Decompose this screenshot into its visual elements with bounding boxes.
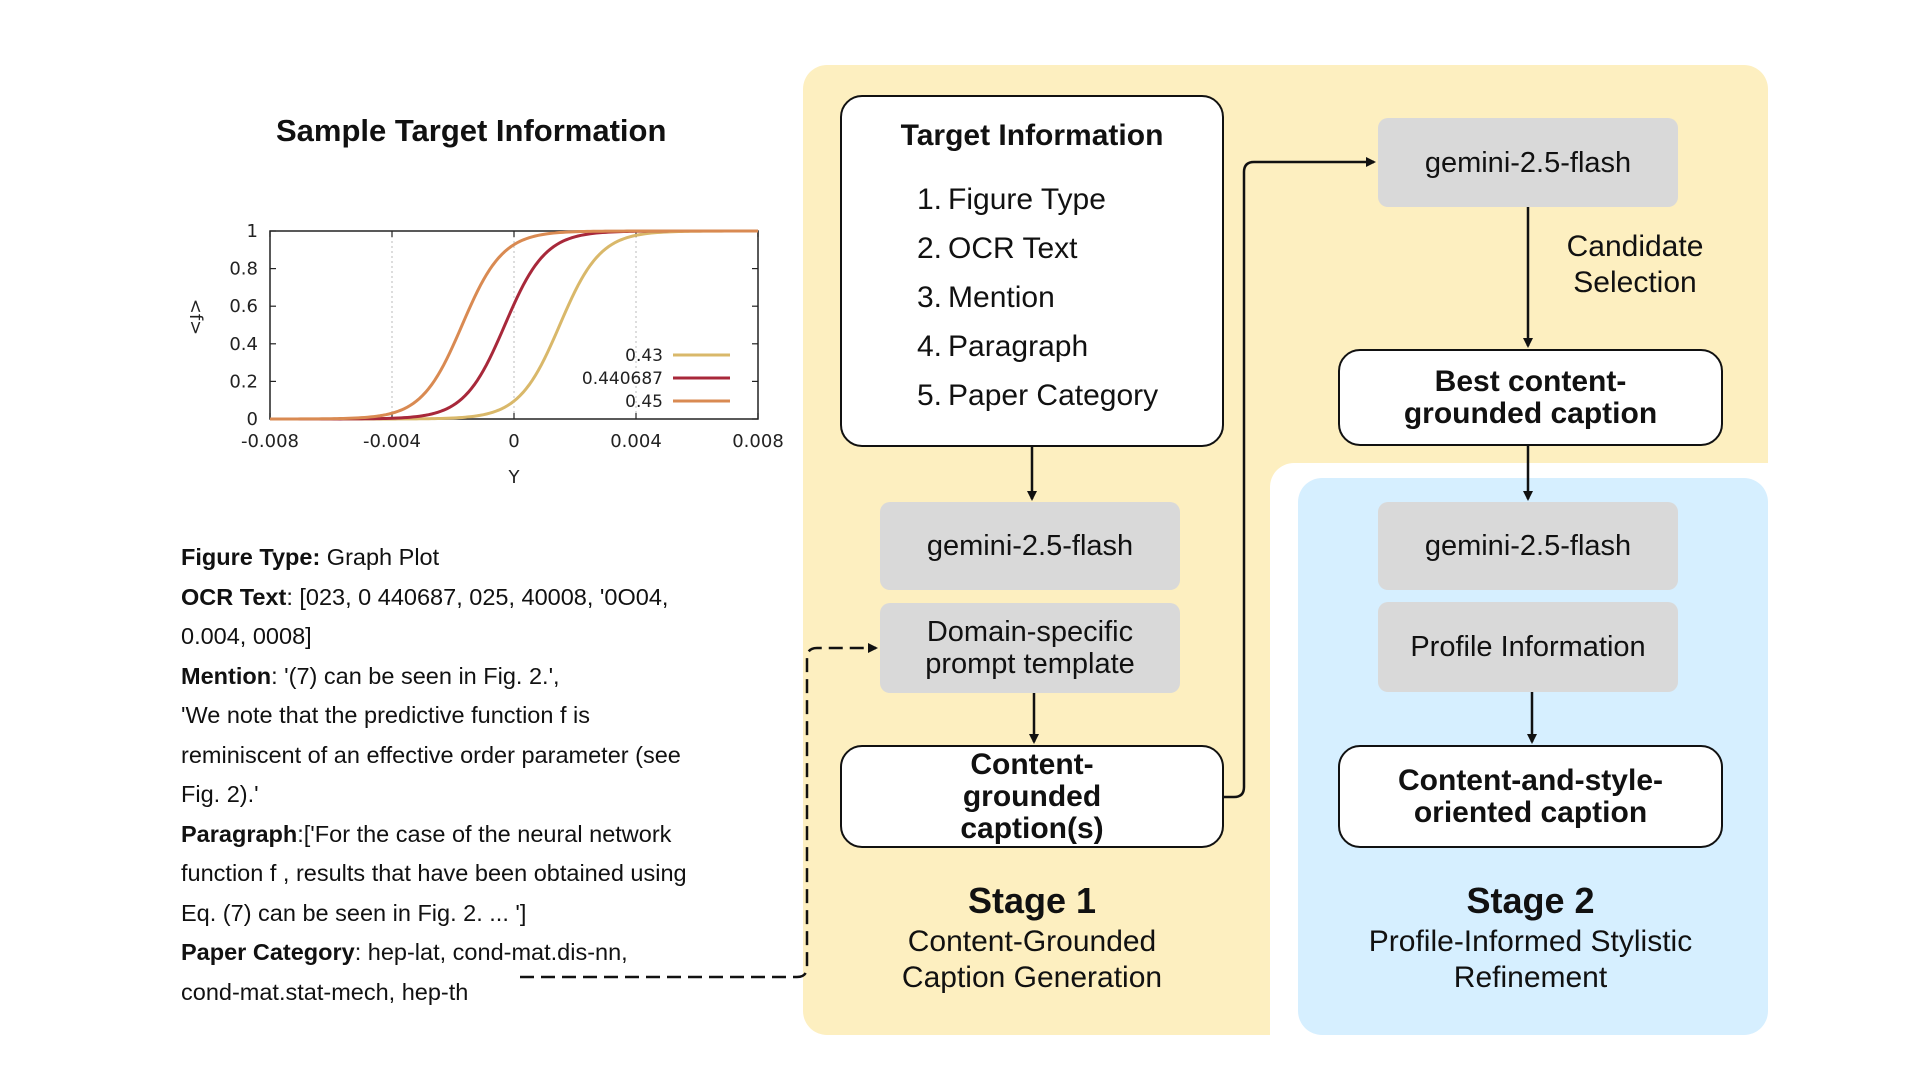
target-item: 2. OCR Text	[917, 232, 1078, 265]
info-line: reminiscent of an effective order parame…	[181, 736, 741, 776]
y-tick-label: 0.6	[229, 296, 258, 317]
dashed-arrow-info-to-template	[520, 643, 878, 979]
target-information-list: 1. Figure Type 2. OCR Text 3. Mention 4.…	[917, 175, 1158, 420]
info-label: Mention	[181, 662, 272, 689]
info-text: :['For the case of the neural network	[297, 820, 672, 847]
target-item: 1. Figure Type	[917, 183, 1106, 216]
content-grounded-captions-box: Content-grounded caption(s)	[840, 745, 1224, 848]
legend-label: 0.43	[625, 346, 663, 366]
prompt-template-box: Domain-specific prompt template	[880, 603, 1180, 693]
info-text: reminiscent of an effective order parame…	[181, 741, 681, 768]
info-line: Eq. (7) can be seen in Fig. 2. ... ']	[181, 894, 741, 934]
sample-title: Sample Target Information	[276, 113, 667, 148]
info-text: Eq. (7) can be seen in Fig. 2. ... ']	[181, 899, 527, 926]
info-text: Graph Plot	[320, 544, 440, 570]
legend-label: 0.45	[625, 392, 663, 412]
y-tick-label: 1	[247, 221, 258, 242]
selection-model-box: gemini-2.5-flash	[1378, 118, 1678, 207]
info-label: Paper Category	[181, 939, 355, 965]
info-line: Paper Category: hep-lat, cond-mat.dis-nn…	[181, 933, 741, 973]
info-label: OCR Text	[181, 583, 287, 610]
x-tick-label: 0.004	[610, 431, 662, 452]
y-tick-label: 0.4	[229, 334, 258, 355]
target-information-title: Target Information	[900, 119, 1164, 152]
info-line: 0.004, 0008]	[181, 617, 741, 657]
info-text: Fig. 2).'	[181, 781, 259, 807]
info-text: 0.004, 0008]	[181, 623, 312, 649]
info-text: cond-mat.stat-mech, hep-th	[181, 978, 469, 1005]
y-tick-label: 0.2	[229, 371, 258, 392]
info-line: Fig. 2).'	[181, 775, 741, 815]
info-line: function f , results that have been obta…	[181, 854, 741, 894]
target-item: 4. Paragraph	[917, 330, 1089, 363]
info-text: : hep-lat, cond-mat.dis-nn,	[354, 939, 628, 965]
y-tick-label: 0.8	[229, 259, 258, 280]
y-axis-label: <f>	[185, 299, 206, 336]
stage2-subtitle: Profile-Informed Stylistic Refinement	[1368, 925, 1693, 994]
info-line: OCR Text: [023, 0 440687, 025, 40008, '0…	[181, 578, 741, 618]
x-tick-label: 0.008	[732, 431, 784, 452]
x-tick-label: -0.008	[241, 431, 299, 452]
info-line: Paragraph:['For the case of the neural n…	[181, 815, 741, 855]
stage2-model-box: gemini-2.5-flash	[1378, 502, 1678, 590]
stage2-title: Stage 2	[1466, 880, 1595, 921]
x-axis-label: Y	[508, 467, 521, 488]
candidate-selection-label: Candidate Selection	[1566, 230, 1704, 299]
x-tick-label: -0.004	[363, 431, 421, 452]
info-text: function f , results that have been obta…	[181, 860, 687, 886]
profile-information-box: Profile Information	[1378, 602, 1678, 692]
legend-label: 0.440687	[582, 369, 663, 389]
best-caption-box: Best content-grounded caption	[1338, 349, 1723, 446]
sigmoid-plot: -0.008 -0.004 0 0.004 0.008 0 0.2 0.4 0.6 0.8 1Y <f…	[185, 221, 784, 488]
x-tick-label: 0	[508, 431, 519, 452]
content-style-caption-box: Content-and-style-oriented caption	[1338, 745, 1723, 848]
info-line: Mention: '(7) can be seen in Fig. 2.',	[181, 657, 741, 697]
arrow-output-to-selection	[1224, 157, 1376, 799]
y-tick-label: 0	[247, 409, 258, 430]
stage1-model-box: gemini-2.5-flash	[880, 502, 1180, 590]
target-item: 5. Paper Category	[917, 379, 1159, 412]
info-text: : '(7) can be seen in Fig. 2.',	[271, 662, 560, 689]
info-line: cond-mat.stat-mech, hep-th	[181, 973, 741, 1013]
info-text: 'We note that the predictive function f …	[181, 702, 591, 728]
stage1-title: Stage 1	[967, 880, 1097, 921]
series-line	[269, 229, 758, 421]
info-line: Figure Type: Graph Plot	[181, 538, 741, 578]
info-line: 'We note that the predictive function f …	[181, 696, 741, 736]
info-label: Paragraph	[181, 820, 298, 847]
info-label: Figure Type:	[181, 544, 321, 570]
stage1-subtitle: Content-Grounded Caption Generation	[901, 925, 1163, 994]
info-text: : [023, 0 440687, 025, 40008, '0O04,	[286, 583, 669, 610]
target-information-box: Target Information 1. Figure Type 2. OCR…	[840, 95, 1224, 447]
target-item: 3. Mention	[917, 281, 1055, 314]
